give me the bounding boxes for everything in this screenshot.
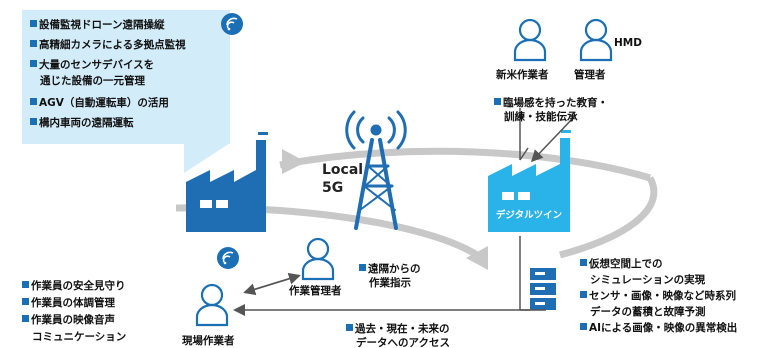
callout-item-3: 大量のセンサデバイスを xyxy=(39,59,155,71)
callout-item-4: AGV（自動運転車）の活用 xyxy=(39,97,169,109)
antenna-tower-icon xyxy=(345,110,407,230)
training-line1: 臨場感を持った教育・ xyxy=(503,97,608,109)
training-line2: 訓練・技能伝承 xyxy=(504,111,578,123)
field-worker-label: 現場作業者 xyxy=(182,335,235,347)
worker-item-3: 作業員の映像音声 xyxy=(31,314,115,326)
work-manager-label: 作業管理者 xyxy=(289,285,342,297)
virtual-item-3: AIによる画像・映像の異常検出 xyxy=(589,322,738,334)
data-access-text: 過去・現在・未来の データへのアクセス xyxy=(346,322,450,348)
factory-icon xyxy=(186,132,268,232)
callout-tail xyxy=(184,143,230,173)
worker-items: 作業員の安全見守り 作業員の体調管理 作業員の映像音声 コミュニケーション xyxy=(22,278,126,346)
digital-twin-icon xyxy=(488,130,571,232)
local-label-line2: 5G xyxy=(322,180,344,196)
person-icon xyxy=(195,283,229,327)
remote-instruction-text: 遠隔からの 作業指示 xyxy=(359,262,421,290)
callout-item-1: 設備監視ドローン遠隔操縦 xyxy=(39,19,165,31)
callout-item-5: 構内車両の遠隔運転 xyxy=(39,117,134,129)
callout-item-3-cont: 通じた設備の一元管理 xyxy=(40,75,145,87)
ring-arrow-bottom xyxy=(466,246,488,270)
use-case-callout: 設備監視ドローン遠隔操縦 高精細カメラによる多拠点監視 大量のセンサデバイスを … xyxy=(22,10,230,144)
worker-item-1: 作業員の安全見守り xyxy=(31,280,126,292)
server-icon xyxy=(530,268,556,310)
callout-item-2: 高精細カメラによる多拠点監視 xyxy=(39,39,186,51)
ring-top-arc xyxy=(279,147,652,182)
virtual-space-text: 仮想空間上での シミュレーションの実現 センサ・画像・映像など時系列 データの蓄… xyxy=(580,256,737,336)
ring-arrow-top xyxy=(282,149,306,174)
person-icon xyxy=(301,237,335,281)
hmd-label: HMD xyxy=(614,37,642,49)
worker-item-2: 作業員の体調管理 xyxy=(31,297,115,309)
manager-twin-arrow xyxy=(530,115,576,163)
remote-line2: 作業指示 xyxy=(369,277,411,289)
remote-line1: 遠隔からの xyxy=(368,263,421,275)
virtual-item-1: 仮想空間上での xyxy=(589,258,663,270)
manager-top-label: 管理者 xyxy=(574,69,606,81)
access-line2: データへのアクセス xyxy=(356,337,450,348)
person-icon xyxy=(579,18,613,62)
worker-item-3-cont: コミュニケーション xyxy=(32,331,127,343)
wifi-icon xyxy=(221,13,243,35)
newcomer-label: 新米作業者 xyxy=(496,69,549,81)
access-line1: 過去・現在・未来の xyxy=(355,323,450,335)
virtual-item-1-cont: シミュレーションの実現 xyxy=(590,274,706,286)
training-text: 臨場感を持った教育・ 訓練・技能伝承 xyxy=(494,96,608,124)
person-icon xyxy=(513,18,547,62)
ring-right-arc xyxy=(559,176,658,259)
local-5g-label: Local 5G xyxy=(322,161,363,197)
wifi-icon xyxy=(217,247,239,269)
connector-lines xyxy=(233,108,576,316)
virtual-item-2: センサ・画像・映像など時系列 xyxy=(589,290,736,302)
digital-twin-label: デジタルツイン xyxy=(495,210,563,221)
virtual-item-2-cont: データの蓄積と故障予測 xyxy=(590,306,706,318)
local-label-line1: Local xyxy=(322,162,364,178)
